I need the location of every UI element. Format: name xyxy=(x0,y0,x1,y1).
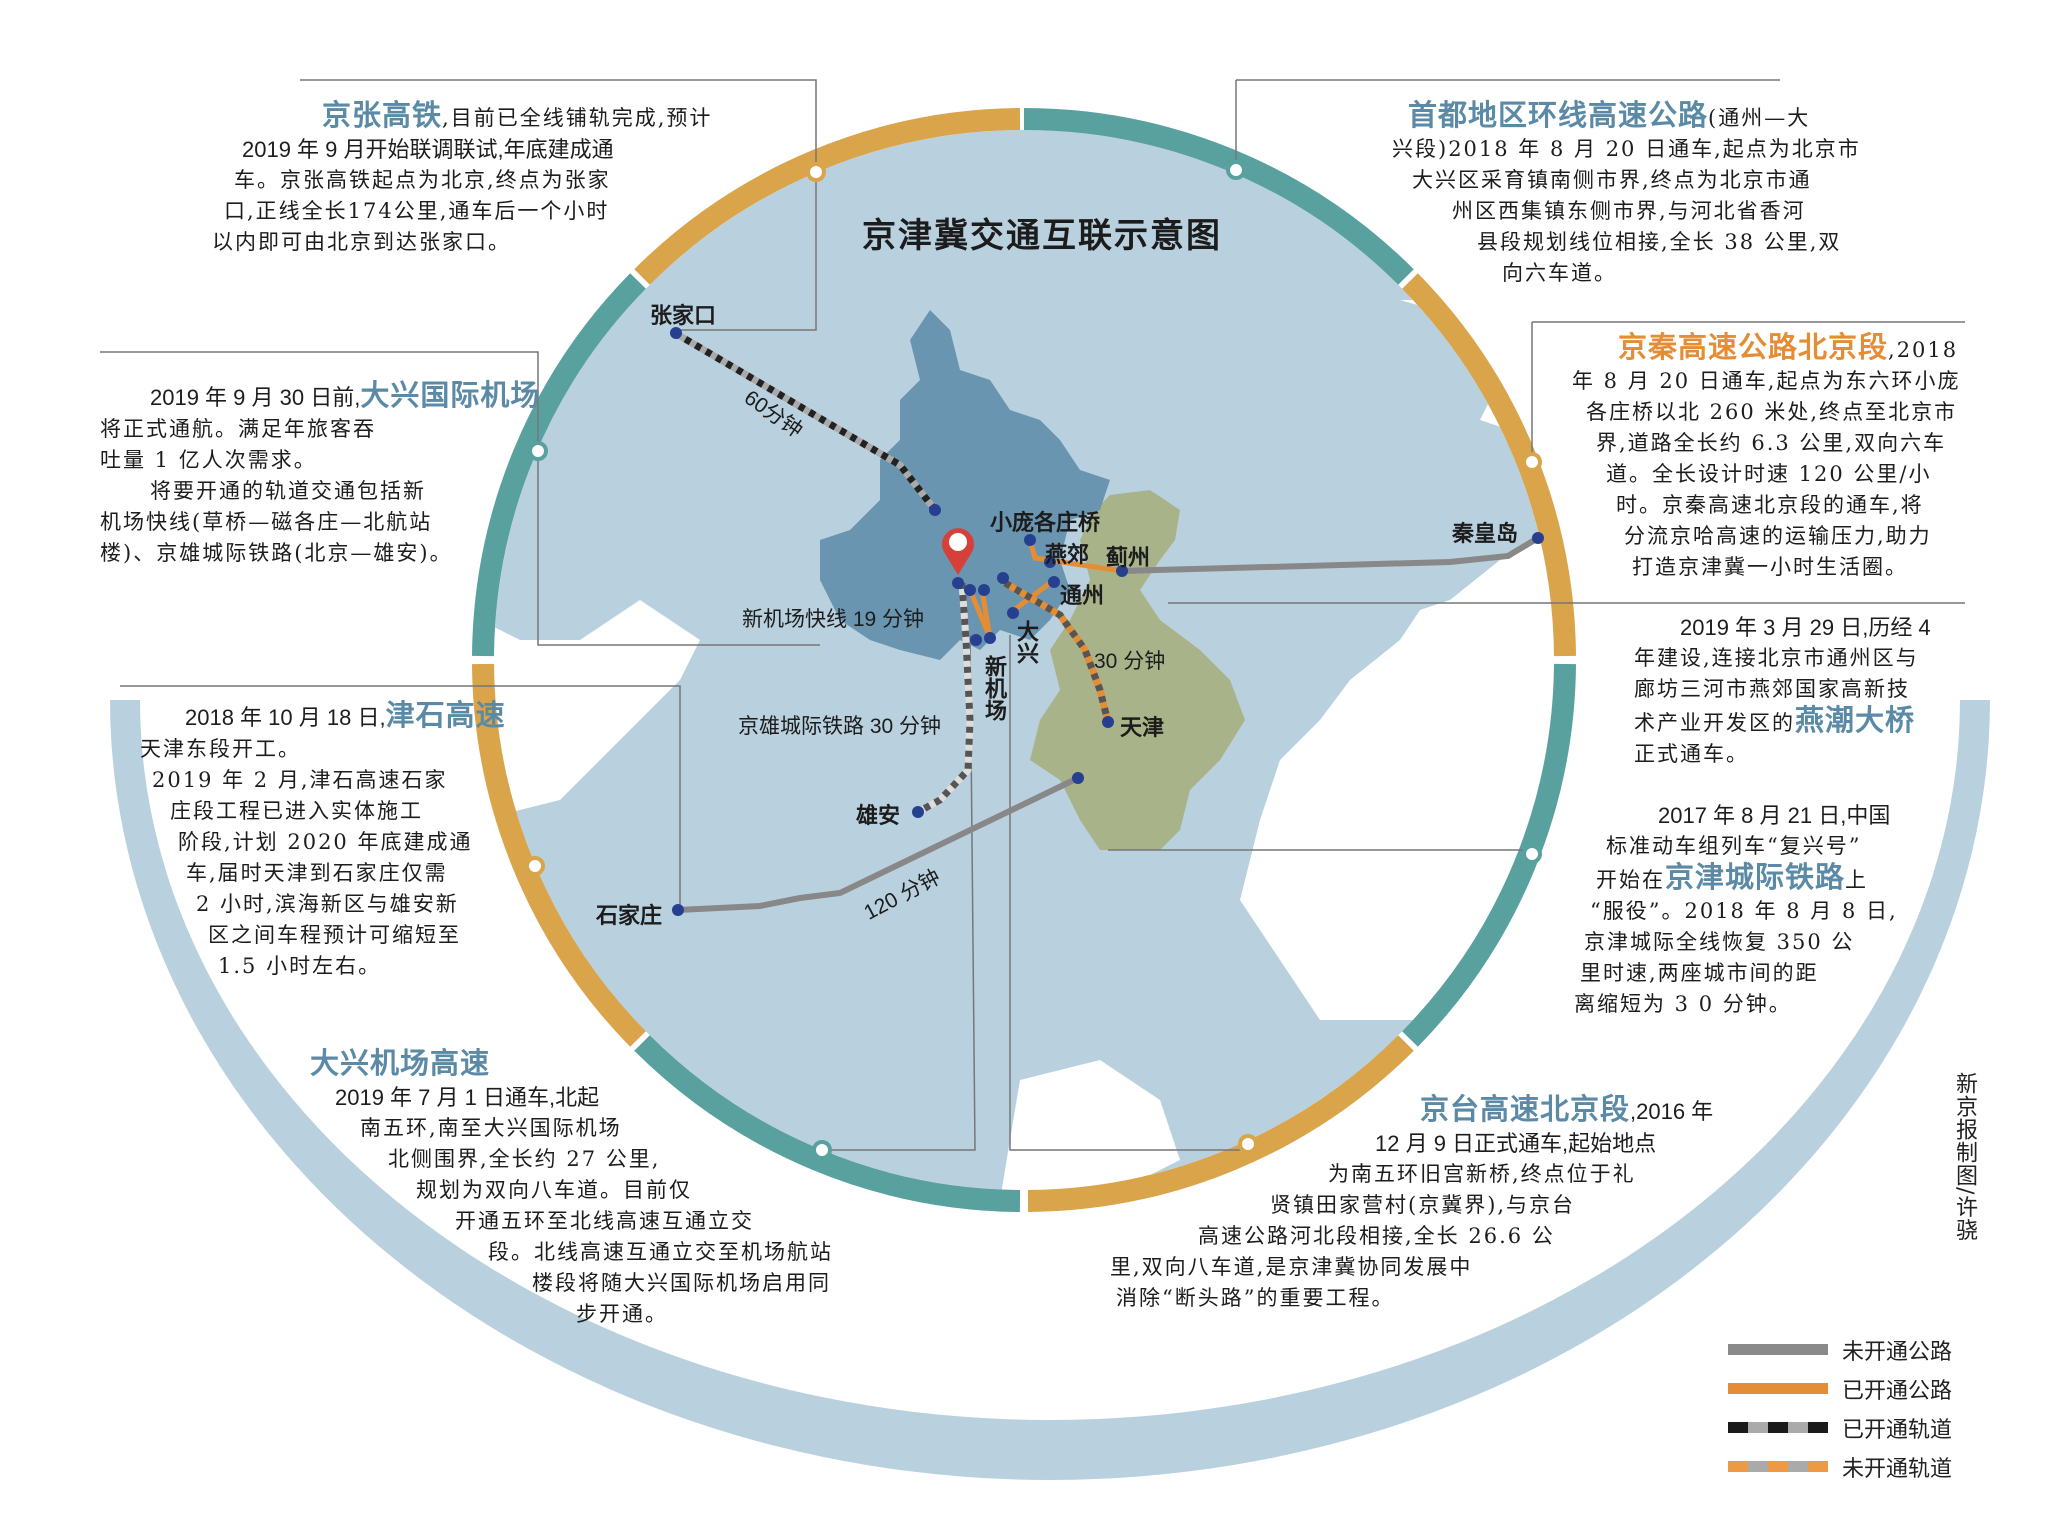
credit-line: 新京报制图/许骁 xyxy=(1952,1072,1977,1242)
info-box-jingtai: 京台高速北京段,2016 年 12 月 9 日正式通车,起始地点 为南五环旧宫新… xyxy=(1110,1092,1714,1311)
city-dots xyxy=(670,327,1544,916)
legend-item-unopened-rail: 未开通轨道 xyxy=(1728,1447,1952,1486)
ring-markers xyxy=(525,160,1542,1160)
orange-line-icon xyxy=(1728,1383,1828,1394)
city-label-tianjin: 天津 xyxy=(1120,715,1165,741)
headline-jingjin-intercity: 京津城际铁路 xyxy=(1665,860,1846,894)
headline-jingtai: 京台高速北京段 xyxy=(1420,1092,1631,1126)
outer-ring xyxy=(472,108,1576,1212)
headline-yanchao-bridge: 燕潮大桥 xyxy=(1795,703,1916,737)
info-box-daxing-airport: 2019 年 9 月 30 日前,大兴国际机场 将正式通航。满足年旅客吞 吐量 … xyxy=(100,378,541,566)
info-box-jinshi: 2018 年 10 月 18 日,津石高速 天津东段开工。 2019 年 2 月… xyxy=(140,698,506,979)
headline-jingqin: 京秦高速公路北京段 xyxy=(1618,330,1889,364)
routes xyxy=(673,329,1540,913)
info-box-daxing-expressway: 大兴机场高速 2019 年 7 月 1 日通车,北起 南五环,南至大兴国际机场 … xyxy=(310,1046,833,1327)
info-box-capital-ring: 首都地区环线高速公路(通州—大 兴段)2018 年 8 月 20 日通车,起点为… xyxy=(1392,98,1861,286)
city-label-xiaopanggezhuang: 小庞各庄桥 xyxy=(990,510,1101,536)
city-label-new-airport: 新机场 xyxy=(981,655,1007,721)
city-label-daxing: 大兴 xyxy=(1013,620,1039,664)
gray-line-icon xyxy=(1728,1344,1828,1355)
callout-lines xyxy=(100,79,1965,1151)
headline-capital-ring: 首都地区环线高速公路 xyxy=(1408,98,1709,132)
map-title: 京津冀交通互联示意图 xyxy=(862,216,1222,256)
map-region xyxy=(494,130,1554,1190)
headline-daxing-airport: 大兴国际机场 xyxy=(360,378,541,412)
headline-daxing-expressway: 大兴机场高速 xyxy=(310,1046,491,1080)
route-label-jingxiong: 京雄城际铁路 30 分钟 xyxy=(738,715,942,738)
info-box-jingzhang: 京张高铁,目前已全线铺轨完成,预计 2019 年 9 月开始联调联试,年底建成通… xyxy=(212,98,713,255)
city-label-xiongan: 雄安 xyxy=(856,803,901,829)
legend: 未开通公路 已开通公路 已开通轨道 未开通轨道 xyxy=(1728,1330,1952,1486)
route-label-tianjin: 30 分钟 xyxy=(1094,650,1166,673)
legend-item-unopened-road: 未开通公路 xyxy=(1728,1330,1952,1369)
legend-item-opened-road: 已开通公路 xyxy=(1728,1369,1952,1408)
headline-jingzhang: 京张高铁 xyxy=(322,98,443,132)
city-label-jizhou: 蓟州 xyxy=(1106,545,1151,571)
info-box-yanchao-bridge: 2019 年 3 月 29 日,历经 4 年建设,连接北京市通州区与 廊坊三河市… xyxy=(1634,615,1931,766)
route-label-airport-express: 新机场快线 19 分钟 xyxy=(742,608,925,631)
city-label-shijiazhuang: 石家庄 xyxy=(596,903,663,929)
location-pin-icon xyxy=(942,528,974,575)
beijing-region xyxy=(820,310,1110,660)
city-label-yanjiao: 燕郊 xyxy=(1045,542,1090,568)
black-dashed-line-icon xyxy=(1728,1422,1828,1433)
headline-jinshi: 津石高速 xyxy=(385,698,506,732)
city-label-tongzhou: 通州 xyxy=(1060,583,1105,609)
city-label-zhangjiakou: 张家口 xyxy=(650,303,717,329)
city-label-qinhuangdao: 秦皇岛 xyxy=(1452,521,1519,547)
tianjin-region xyxy=(1030,490,1245,850)
info-box-jingjin-intercity: 2017 年 8 月 21 日,中国 标准动车组列车“复兴号” 开始在京津城际铁… xyxy=(1574,803,1898,1016)
legend-item-opened-rail: 已开通轨道 xyxy=(1728,1408,1952,1447)
orange-dashed-line-icon xyxy=(1728,1461,1828,1472)
info-box-jingqin: 京秦高速公路北京段,2018 年 8 月 20 日通车,起点为东六环小庞 各庄桥… xyxy=(1572,330,1961,580)
